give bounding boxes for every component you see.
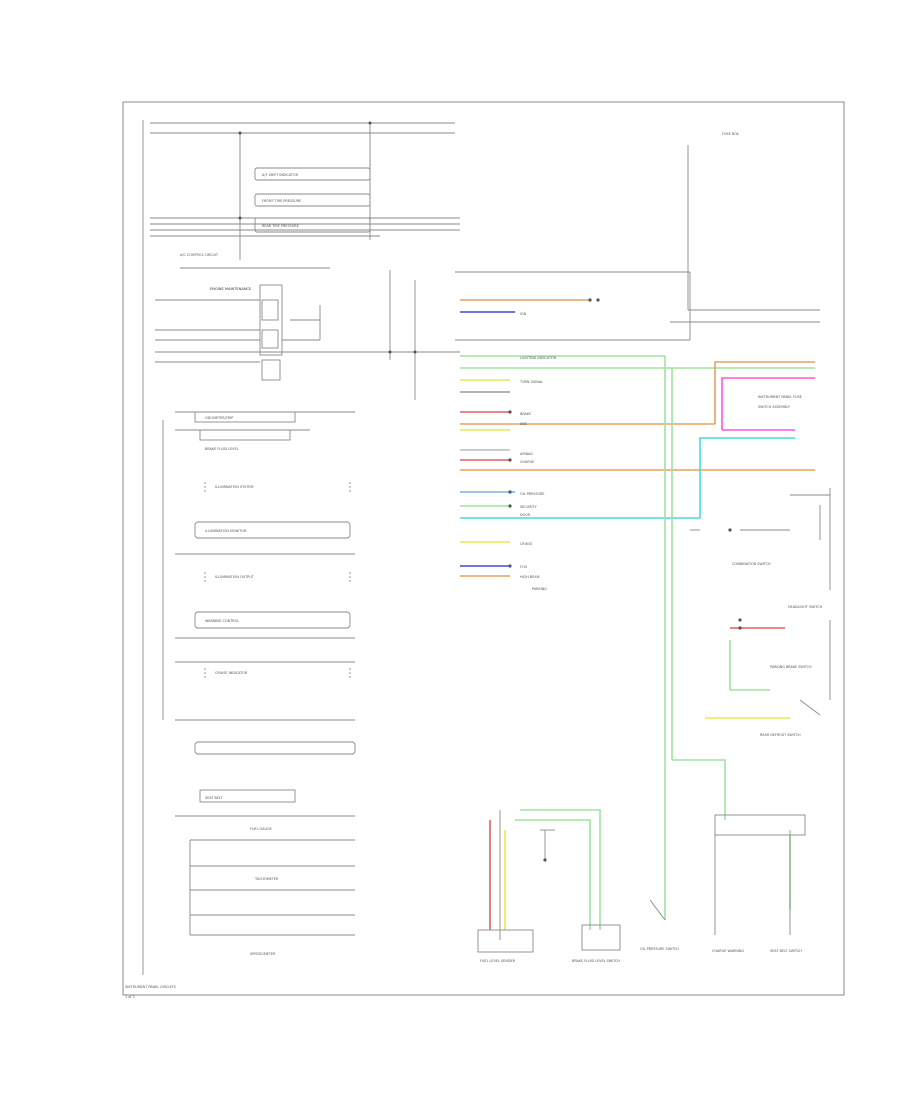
wire-label: IGN [520, 312, 527, 316]
right-label: HEADLIGHT SWITCH [788, 605, 823, 609]
wire-orange-v [714, 361, 815, 424]
left-section [142, 120, 460, 975]
right-label: SWITCH ASSEMBLY [758, 405, 791, 409]
left-label: REAR TIRE PRESSURE [262, 224, 299, 228]
wire-label: LIGHTING INDICATOR [520, 356, 557, 360]
right-label: FUSE BOX [722, 132, 740, 136]
wire-label: BRAKE [520, 412, 531, 416]
left-label: CRUISE INDICATOR [215, 671, 248, 675]
wire-green-pb [729, 640, 770, 691]
left-label: A/C CONTROL CIRCUIT [180, 253, 219, 257]
bottom-label: FUEL LEVEL SENDER [480, 959, 516, 963]
footer-title: INSTRUMENT PANEL CIRCUITS [125, 985, 176, 989]
wire-label: CHARGE [520, 460, 534, 464]
bottom-labels: FUEL LEVEL SENDER BRAKE FLUID LEVEL SWIT… [480, 947, 802, 963]
wire-label: ABS [520, 422, 527, 426]
left-label: ENGINE MAINTENANCE [210, 287, 252, 291]
left-label: SEAT BELT [205, 796, 223, 800]
junctions [238, 121, 742, 862]
right-structure [455, 145, 831, 953]
wire-green-rs [672, 759, 726, 820]
diagram-frame [122, 101, 845, 996]
wire-label: DOOR [520, 513, 531, 517]
bottom-label: OIL PRESSURE SWITCH [640, 947, 679, 951]
left-label: ILLUMINATION SYSTEM [215, 485, 254, 489]
wire-label: CRUISE [520, 542, 533, 546]
wire-label: HIGH BEAM [520, 575, 540, 579]
wire-label: PARKING [532, 587, 547, 591]
wire-label: AIRBAG [520, 452, 533, 456]
bottom-label: CHARGE WARNING [712, 949, 744, 953]
footer-page: 1 of 2 [125, 995, 135, 999]
wire-cyan-v [699, 437, 795, 518]
wire-label: TURN SIGNAL [519, 380, 543, 384]
left-label: A/T SHIFT INDICATOR [262, 173, 299, 177]
left-label: BRAKE FLUID LEVEL [205, 447, 239, 451]
wire-pink-v [721, 377, 815, 430]
wire-bundle [460, 299, 815, 930]
wire-label: SECURITY [520, 505, 538, 509]
wire-labels: IGN LIGHTING INDICATOR TURN SIGNAL BRAKE… [519, 312, 557, 591]
left-label: SPEEDOMETER [250, 952, 276, 956]
wire-green-b [520, 809, 601, 930]
left-labels: A/T SHIFT INDICATOR FRONT TIRE PRESSURE … [180, 173, 301, 956]
left-label: FUEL GAUGE [250, 827, 272, 831]
bottom-label: SEAT BELT SWITCH [770, 949, 802, 953]
left-label: FRONT TIRE PRESSURE [262, 199, 301, 203]
left-label: WARNING CONTROL [205, 619, 239, 623]
right-label: INSTRUMENT PANEL FUSE [758, 395, 802, 399]
bottom-label: BRAKE FLUID LEVEL SWITCH [572, 959, 620, 963]
wire-label: OIL PRESSURE [520, 492, 544, 496]
wire-green-b2 [515, 819, 591, 930]
left-label: ILLUMINATION OUTPUT [215, 575, 255, 579]
wire-label: FOG [520, 565, 528, 569]
left-label: ILLUMINATION MONITOR [205, 529, 247, 533]
left-label: TACHOMETER [254, 877, 279, 881]
right-label: REAR DEFROST SWITCH [760, 733, 801, 737]
right-label: PARKING BRAKE SWITCH [770, 665, 812, 669]
left-label: ODOMETER/TRIP [205, 416, 233, 420]
right-labels: FUSE BOX INSTRUMENT PANEL FUSE SWITCH AS… [722, 132, 823, 737]
right-label: COMBINATION SWITCH [732, 562, 771, 566]
